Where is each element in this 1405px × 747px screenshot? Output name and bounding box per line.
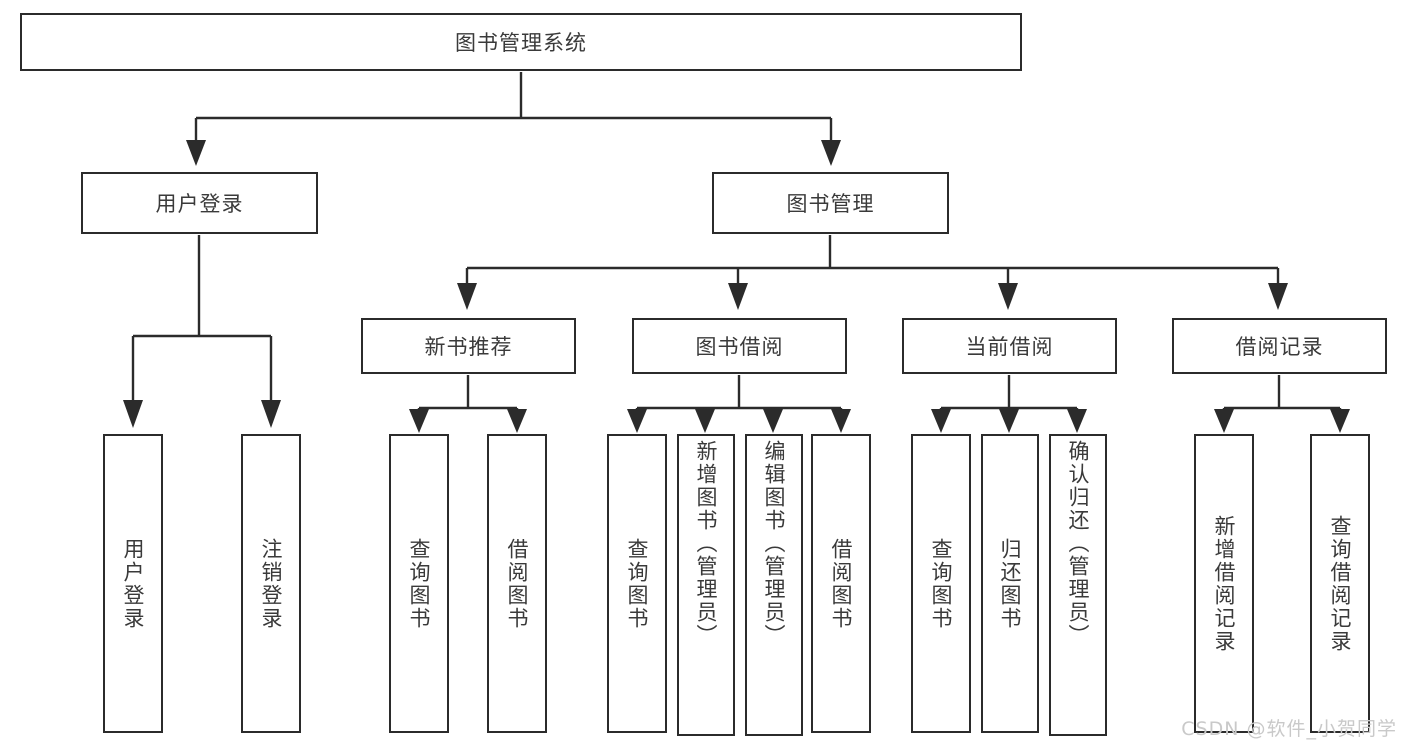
node-leaf-confirm-return-admin[interactable]: 确认归还（管理员） (1049, 434, 1107, 736)
node-leaf-edit-book-admin[interactable]: 编辑图书（管理员） (745, 434, 803, 736)
node-leaf-return-book[interactable]: 归还图书 (981, 434, 1039, 733)
node-label: 查询图书 (407, 537, 432, 630)
node-label: 用户登录 (155, 192, 244, 216)
node-book-management[interactable]: 图书管理 (712, 172, 949, 234)
node-current-borrow[interactable]: 当前借阅 (902, 318, 1117, 374)
node-label: 图书管理 (786, 192, 875, 216)
node-leaf-query-book-recommend[interactable]: 查询图书 (389, 434, 449, 733)
node-label: 编辑图书（管理员） (762, 440, 787, 647)
node-leaf-query-borrow-record[interactable]: 查询借阅记录 (1310, 434, 1370, 733)
node-label: 归还图书 (998, 537, 1023, 630)
node-leaf-add-book-admin[interactable]: 新增图书（管理员） (677, 434, 735, 736)
node-label: 查询借阅记录 (1328, 514, 1353, 653)
node-borrow-record[interactable]: 借阅记录 (1172, 318, 1387, 374)
node-label: 当前借阅 (965, 335, 1054, 359)
node-book-borrow[interactable]: 图书借阅 (632, 318, 847, 374)
node-label: 用户登录 (121, 537, 146, 630)
node-user-login[interactable]: 用户登录 (81, 172, 318, 234)
node-leaf-user-login[interactable]: 用户登录 (103, 434, 163, 733)
node-label: 借阅图书 (505, 537, 530, 630)
node-label: 新增借阅记录 (1212, 514, 1237, 653)
node-root-system[interactable]: 图书管理系统 (20, 13, 1022, 71)
node-label: 借阅图书 (829, 537, 854, 630)
node-label: 确认归还（管理员） (1066, 440, 1091, 647)
node-label: 图书管理系统 (455, 31, 587, 55)
node-label: 注销登录 (259, 537, 284, 630)
node-leaf-logout[interactable]: 注销登录 (241, 434, 301, 733)
node-leaf-query-book-current[interactable]: 查询图书 (911, 434, 971, 733)
node-leaf-query-book[interactable]: 查询图书 (607, 434, 667, 733)
node-label: 查询图书 (625, 537, 650, 630)
node-label: 图书借阅 (695, 335, 784, 359)
node-label: 查询图书 (929, 537, 954, 630)
node-label: 新书推荐 (424, 335, 513, 359)
node-new-book-recommend[interactable]: 新书推荐 (361, 318, 576, 374)
node-leaf-borrow-book-recommend[interactable]: 借阅图书 (487, 434, 547, 733)
node-label: 新增图书（管理员） (694, 440, 719, 647)
node-label: 借阅记录 (1235, 335, 1324, 359)
node-leaf-add-borrow-record[interactable]: 新增借阅记录 (1194, 434, 1254, 733)
watermark-text: CSDN @软件_小贺同学 (1181, 718, 1397, 740)
node-leaf-borrow-book[interactable]: 借阅图书 (811, 434, 871, 733)
